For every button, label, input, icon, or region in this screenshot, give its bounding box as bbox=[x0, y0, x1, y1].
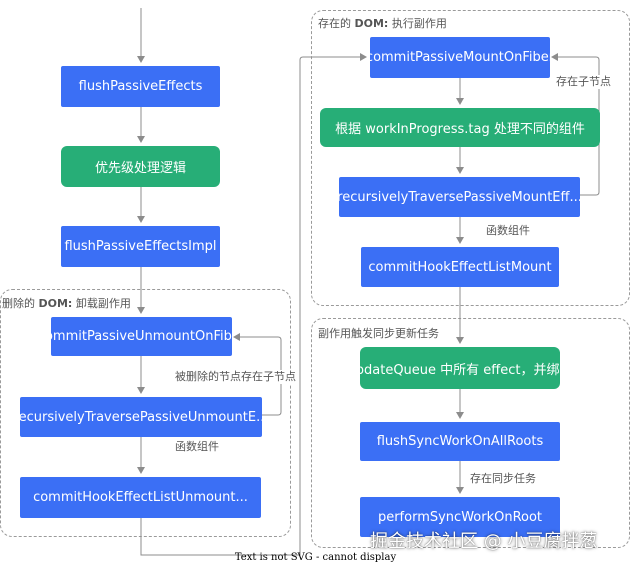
group-delete-dom bbox=[0, 289, 291, 537]
node-commit-hook-effect-list-mount[interactable]: commitHookEffectListMount bbox=[361, 247, 559, 287]
edge-label-has-sync-task: 存在同步任务 bbox=[470, 472, 536, 486]
node-recursively-traverse-passive-unmount-effects[interactable]: recursivelyTraversePassiveUnmountE... bbox=[20, 397, 262, 437]
footer-svg-warning: Text is not SVG - cannot display bbox=[234, 552, 397, 563]
node-flush-passive-effects-impl[interactable]: flushPassiveEffectsImpl bbox=[61, 226, 220, 267]
node-priority-logic[interactable]: 优先级处理逻辑 bbox=[61, 146, 220, 187]
node-commit-passive-mount-on-fiber[interactable]: commitPassiveMountOnFiber bbox=[370, 37, 550, 78]
node-update-queue-effects[interactable]: updateQueue 中所有 effect，并绑定 bbox=[360, 347, 560, 389]
edge-unmount-to-mount-on-fiber bbox=[140, 53, 367, 556]
edge-label-deleted-has-children: 被删除的节点存在子节点 bbox=[175, 370, 296, 384]
edge-label-function-component-left: 函数组件 bbox=[175, 440, 219, 454]
group-sync-update-label: 副作用触发同步更新任务 bbox=[318, 327, 439, 340]
node-flush-passive-effects[interactable]: flushPassiveEffects bbox=[61, 66, 220, 107]
group-delete-dom-label: 删除的 DOM: 卸载副作用 bbox=[2, 297, 131, 310]
group-existing-dom-label: 存在的 DOM: 执行副作用 bbox=[318, 17, 447, 30]
group-existing-dom bbox=[311, 10, 630, 306]
node-commit-hook-effect-list-unmount[interactable]: commitHookEffectListUnmount... bbox=[20, 477, 261, 518]
edge-label-function-component-right: 函数组件 bbox=[486, 224, 530, 238]
node-commit-passive-unmount-on-fiber[interactable]: commitPassiveUnmountOnFiber bbox=[51, 317, 232, 356]
node-perform-sync-work-on-root[interactable]: performSyncWorkOnRoot bbox=[360, 497, 560, 537]
group-sync-update bbox=[311, 318, 630, 548]
node-recursively-traverse-passive-mount-effects[interactable]: recursivelyTraversePassiveMountEff... bbox=[339, 177, 580, 217]
node-handle-by-tag[interactable]: 根据 workInProgress.tag 处理不同的组件 bbox=[320, 108, 600, 147]
edge-label-has-children: 存在子节点 bbox=[556, 75, 611, 89]
watermark: 掘金技术社区 @ 小豆腐拌葱 bbox=[370, 531, 598, 552]
node-flush-sync-work-on-all-roots[interactable]: flushSyncWorkOnAllRoots bbox=[360, 422, 560, 461]
